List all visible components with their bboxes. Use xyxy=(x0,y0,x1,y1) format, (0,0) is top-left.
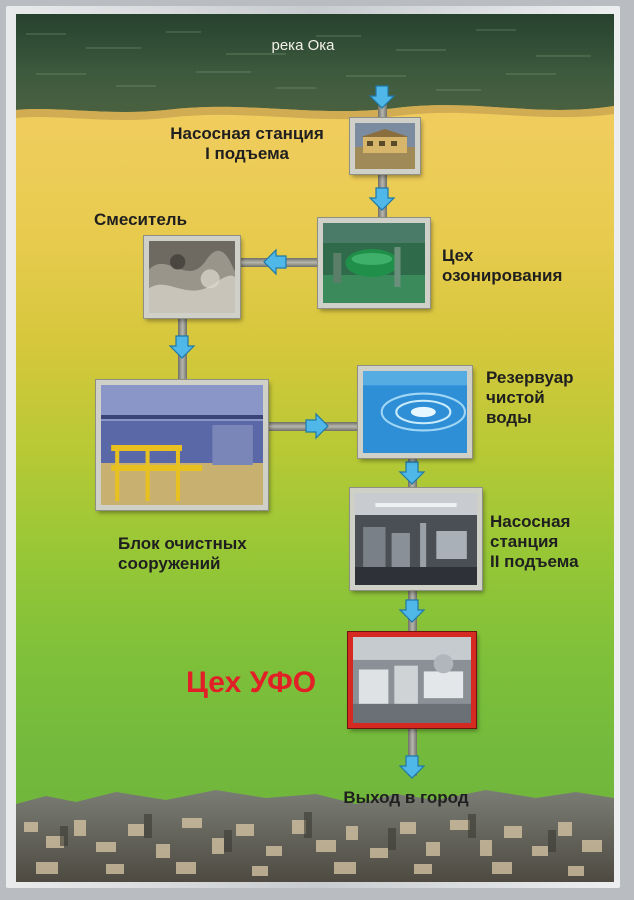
treatment-block-line1: Блок очистных xyxy=(118,534,247,553)
ozonation-line2: озонирования xyxy=(442,266,563,285)
water-treatment-poster: река Ока Насосная станция I подъема Смес… xyxy=(16,14,614,882)
water-tank-line3: воды xyxy=(486,408,532,427)
pump-station-1-photo xyxy=(349,117,421,175)
ozonation-label: Цех озонирования xyxy=(442,246,562,286)
diagram-background xyxy=(16,14,614,882)
treatment-block-line2: сооружений xyxy=(118,554,221,573)
arrow-down-icon xyxy=(398,461,426,485)
water-tank-line1: Резервуар xyxy=(486,368,574,387)
city-band xyxy=(16,790,614,882)
arrow-down-icon xyxy=(398,599,426,623)
arrow-left-icon xyxy=(263,248,287,276)
ozonation-line1: Цех xyxy=(442,246,474,265)
pump-station-2-photo xyxy=(349,487,483,591)
water-tank-photo xyxy=(357,365,473,459)
pump-station-2-line2: станция xyxy=(490,532,559,551)
treatment-block-photo xyxy=(95,379,269,511)
exit-to-city-label: Выход в город xyxy=(343,788,469,807)
arrow-down-icon xyxy=(398,755,426,779)
pump-station-1-line1: Насосная станция xyxy=(170,124,324,143)
mixer-photo xyxy=(143,235,241,319)
river-label: река Ока xyxy=(271,37,335,54)
treatment-block-label: Блок очистных сооружений xyxy=(118,534,247,574)
uv-workshop-label: Цех УФО xyxy=(186,666,317,699)
pump-station-2-line3: II подъема xyxy=(490,552,579,571)
pump-station-1-line2: I подъема xyxy=(205,144,289,163)
mixer-label: Смеситель xyxy=(94,210,188,229)
water-tank-line2: чистой xyxy=(486,388,545,407)
uv-workshop-photo xyxy=(347,631,477,729)
ozonation-photo xyxy=(317,217,431,309)
arrow-down-icon xyxy=(368,187,396,211)
pump-station-2-line1: Насосная xyxy=(490,512,571,531)
pump-station-2-label: Насосная станция II подъема xyxy=(490,512,579,572)
river-band xyxy=(16,14,614,112)
water-tank-label: Резервуар чистой воды xyxy=(486,368,574,428)
arrow-right-icon xyxy=(305,412,329,440)
arrow-down-icon xyxy=(168,335,196,359)
arrow-down-icon xyxy=(368,85,396,109)
pump-station-1-label: Насосная станция I подъема xyxy=(152,124,342,164)
